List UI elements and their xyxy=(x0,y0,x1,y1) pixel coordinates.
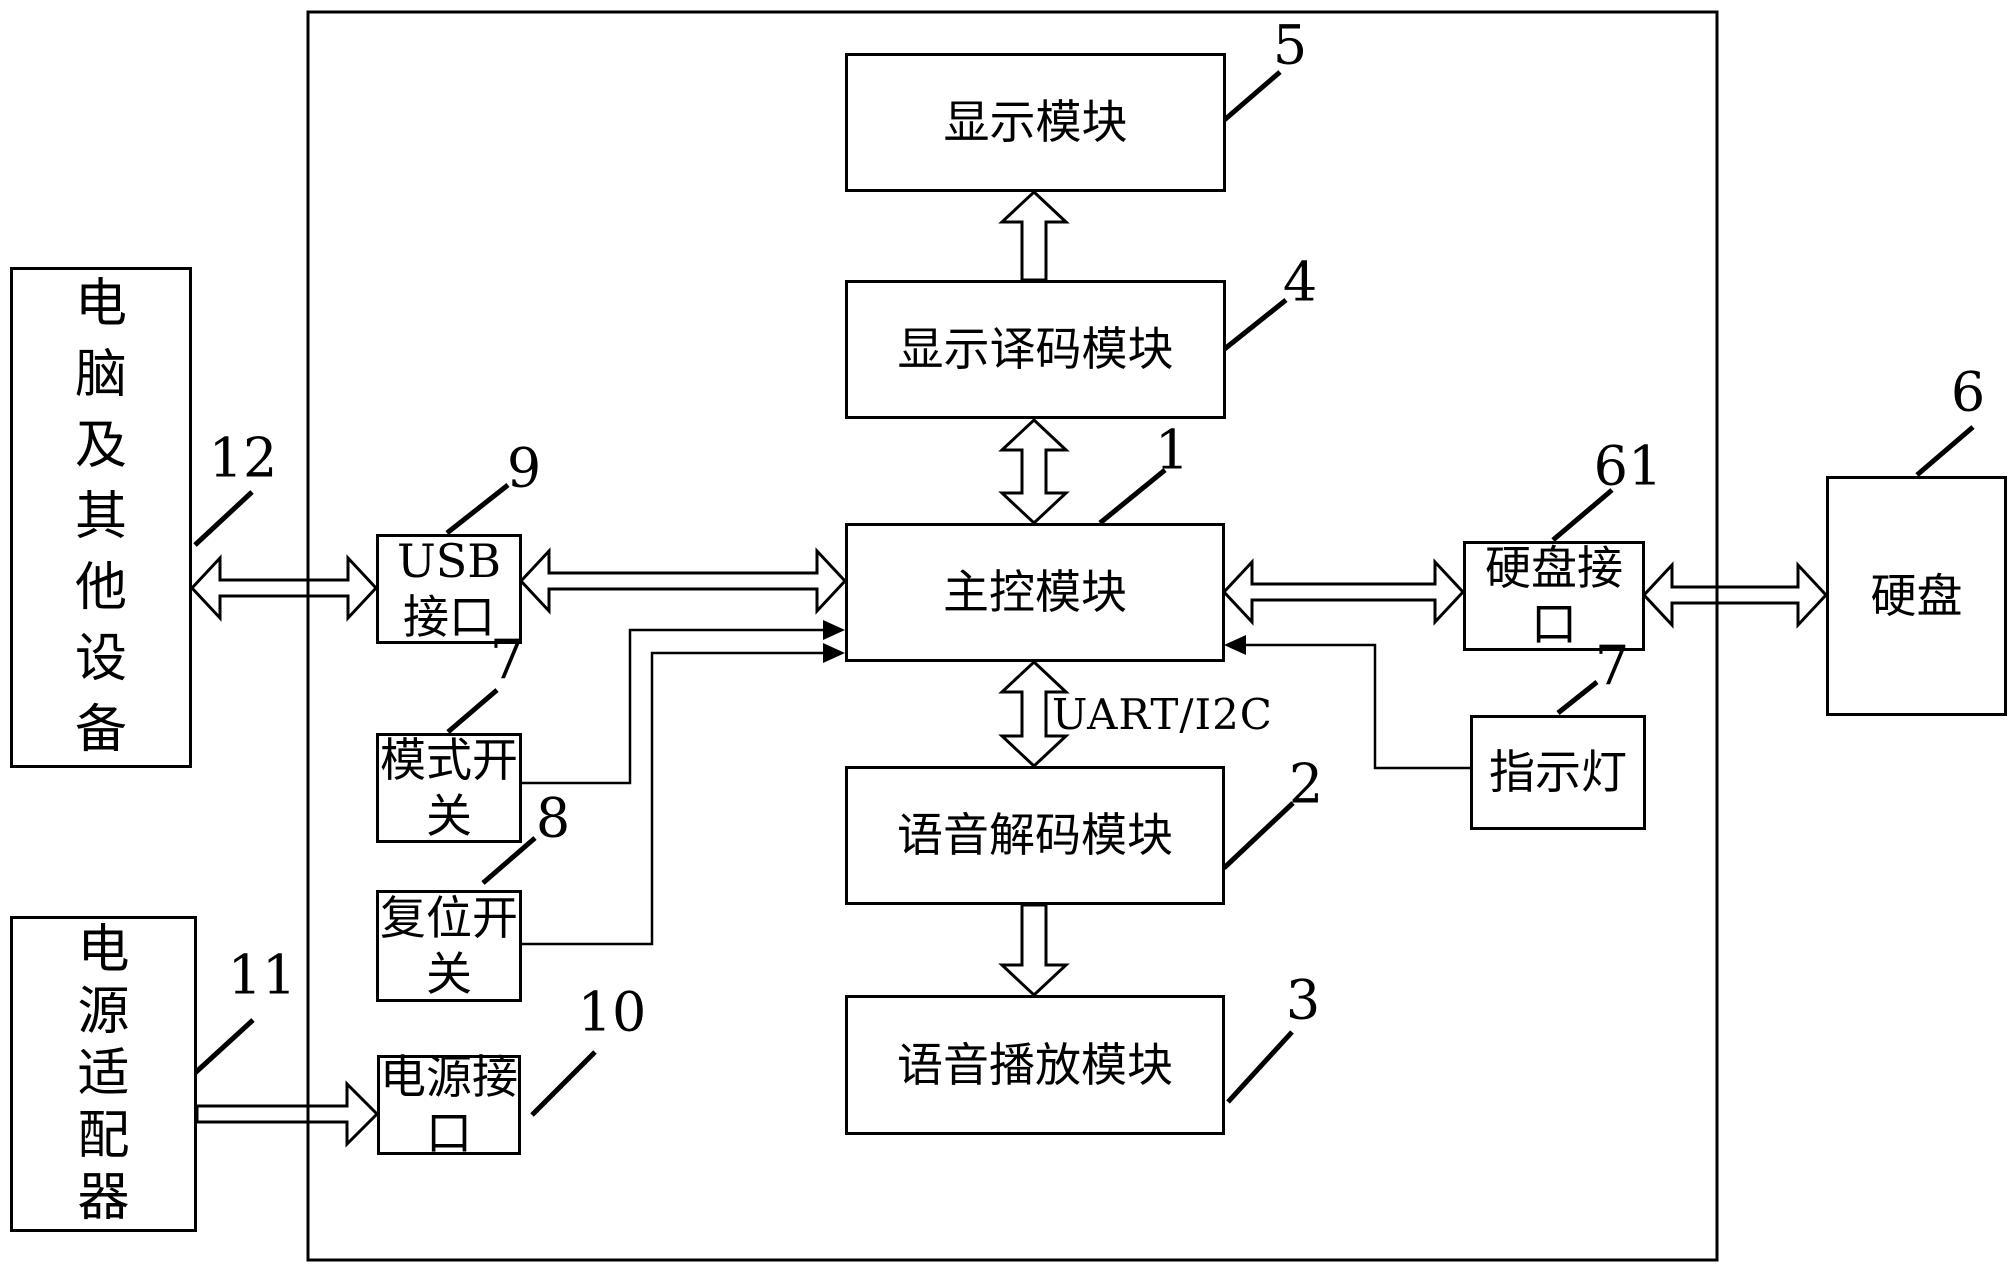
block-hdd-label: 硬盘 xyxy=(1870,568,1963,623)
line-indicator-to-maincontrol xyxy=(1231,643,1470,770)
block-hdd-port-label: 硬盘接口 xyxy=(1485,540,1623,651)
leader-power-adapter xyxy=(193,1018,255,1075)
leader-display xyxy=(1220,70,1282,124)
block-voice-player-label: 语音播放模块 xyxy=(897,1037,1173,1092)
arrow-usb-maincontrol-bidirectional xyxy=(518,547,848,615)
block-display-decoder: 显示译码模块 xyxy=(845,280,1226,419)
leader-voice-decoder xyxy=(1222,801,1295,870)
block-reset-switch: 复位开关 xyxy=(376,890,522,1002)
block-hdd: 硬盘 xyxy=(1826,476,2007,716)
block-mode-switch-label: 模式开关 xyxy=(380,732,518,843)
ref-main-control: 1 xyxy=(1154,418,1190,482)
block-display: 显示模块 xyxy=(845,53,1226,192)
ref-voice-decoder: 2 xyxy=(1288,752,1324,816)
block-power-port: 电源接口 xyxy=(377,1050,521,1160)
leader-hdd xyxy=(1915,425,1975,477)
block-main-control: 主控模块 xyxy=(845,523,1225,662)
block-power-adapter: 电源适配器 xyxy=(10,916,197,1232)
block-indicator-label: 指示灯 xyxy=(1489,745,1627,800)
ref-hdd-port: 61 xyxy=(1593,434,1663,498)
block-mode-switch: 模式开关 xyxy=(376,733,522,843)
block-computer: 电脑及其他设备 xyxy=(10,267,192,768)
system-enclosure-border xyxy=(306,10,1719,1262)
ref-hdd: 6 xyxy=(1950,360,1986,424)
block-usb-port-label: USB接口 xyxy=(396,533,502,644)
block-power-adapter-label: 电源适配器 xyxy=(77,920,130,1228)
ref-display-decoder: 4 xyxy=(1282,250,1318,314)
block-voice-decoder-label: 语音解码模块 xyxy=(897,808,1173,863)
block-voice-player: 语音播放模块 xyxy=(845,995,1225,1135)
leader-computer xyxy=(193,490,254,547)
arrow-displaydecoder-display-up xyxy=(998,189,1070,282)
block-reset-switch-label: 复位开关 xyxy=(380,890,518,1001)
ref-power-port: 10 xyxy=(577,980,647,1044)
ref-usb-port: 9 xyxy=(506,436,542,500)
leader-mode-switch xyxy=(446,688,499,734)
arrow-displaydecoder-maincontrol-bidirectional xyxy=(998,417,1070,526)
arrowhead-indicator-line xyxy=(1224,635,1246,655)
block-indicator: 指示灯 xyxy=(1470,715,1646,830)
bus-protocol-label: UART/I2C xyxy=(1052,690,1273,739)
leader-usb-port xyxy=(445,483,510,535)
block-voice-decoder: 语音解码模块 xyxy=(845,766,1225,905)
arrow-maincontrol-hddport-bidirectional xyxy=(1221,558,1466,626)
line-modeswitch-to-maincontrol xyxy=(522,628,840,785)
arrow-poweradapter-powerport xyxy=(195,1080,380,1148)
ref-power-adapter: 11 xyxy=(227,943,297,1007)
block-computer-label: 电脑及其他设备 xyxy=(74,274,127,760)
ref-display: 5 xyxy=(1272,13,1308,77)
block-hdd-port: 硬盘接口 xyxy=(1463,541,1645,651)
ref-reset-switch: 8 xyxy=(535,786,571,850)
block-display-decoder-label: 显示译码模块 xyxy=(897,322,1174,377)
ref-mode-switch: 7 xyxy=(489,628,525,692)
block-usb-port: USB接口 xyxy=(376,534,522,644)
arrow-voicedecoder-voiceplayer-down xyxy=(998,903,1070,998)
leader-hdd-port xyxy=(1551,488,1614,542)
arrowhead-modeswitch-line xyxy=(823,620,845,640)
block-main-control-label: 主控模块 xyxy=(943,565,1127,620)
leader-voice-player xyxy=(1226,1030,1294,1104)
block-display-label: 显示模块 xyxy=(943,95,1128,150)
ref-indicator: 7 xyxy=(1594,634,1630,698)
arrow-computer-usb-bidirectional xyxy=(189,554,379,622)
arrow-hddport-hdd-bidirectional xyxy=(1641,561,1829,629)
block-power-port-label: 电源接口 xyxy=(380,1049,518,1160)
ref-voice-player: 3 xyxy=(1285,968,1321,1032)
line-resetswitch-to-maincontrol xyxy=(522,651,840,946)
leader-power-port xyxy=(530,1050,597,1117)
arrowhead-resetswitch-line xyxy=(823,643,845,663)
ref-computer: 12 xyxy=(208,426,278,490)
leader-reset-switch xyxy=(481,836,537,885)
leader-display-decoder xyxy=(1220,298,1288,353)
leader-main-control xyxy=(1098,468,1167,525)
leader-indicator xyxy=(1556,680,1599,715)
